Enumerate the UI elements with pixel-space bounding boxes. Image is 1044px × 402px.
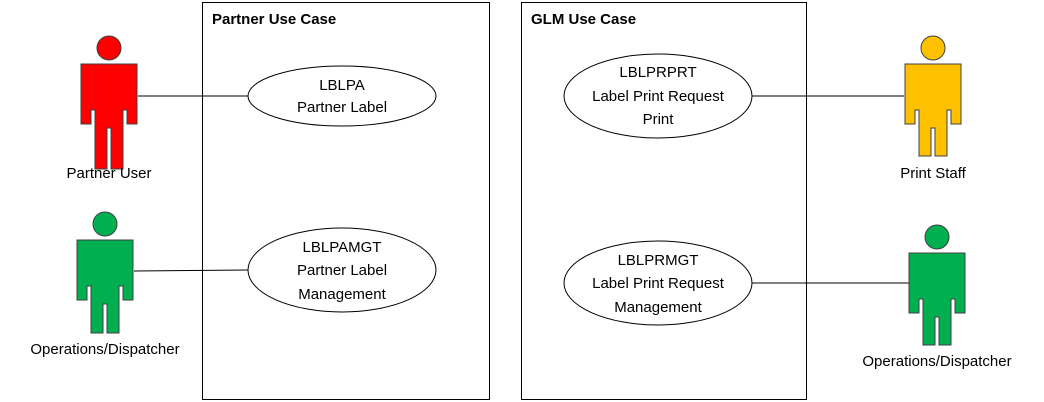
use-case-lblprmgt-ellipse (563, 240, 753, 326)
actor-ops-left-body (76, 239, 134, 334)
actor-ops-right-label: Operations/Dispatcher (862, 353, 1011, 370)
system-partner-title: Partner Use Case (212, 11, 336, 28)
use-case-lblprprt-line-3: Print (643, 111, 675, 128)
use-case-lblpamgt-line-2: Partner Label (297, 262, 387, 279)
system-partner: Partner Use Case (202, 2, 490, 400)
actor-print-staff: Print Staff (900, 35, 967, 182)
actor-print-staff-body (904, 63, 962, 157)
actor-ops-right-head (924, 224, 950, 250)
actor-print-staff-label: Print Staff (900, 165, 966, 182)
use-case-lblprmgt-line-1: LBLPRMGT (618, 252, 699, 269)
use-case-lblprmgt: LBLPRMGT Label Print Request Management (563, 240, 753, 326)
use-case-lblpamgt-line-3: Management (298, 286, 386, 303)
actor-ops-right: Operations/Dispatcher (862, 224, 1012, 370)
use-case-lblpamgt: LBLPAMGT Partner Label Management (247, 227, 437, 313)
actor-partner-user: Partner User (66, 35, 152, 182)
use-case-lblpa-line-2: Partner Label (297, 99, 387, 116)
use-case-lblpa-ellipse (247, 65, 437, 127)
use-case-lblprprt: LBLPRPRT Label Print Request Print (563, 53, 753, 139)
system-partner-boundary (202, 2, 490, 400)
use-case-lblprprt-line-1: LBLPRPRT (619, 64, 696, 81)
actor-print-staff-head (920, 35, 946, 61)
system-glm-title: GLM Use Case (531, 11, 636, 28)
use-case-lblprmgt-line-2: Label Print Request (592, 275, 725, 292)
use-case-lblprprt-line-2: Label Print Request (592, 88, 725, 105)
actor-partner-user-body (80, 63, 138, 170)
use-case-lblprmgt-line-3: Management (614, 299, 702, 316)
actor-ops-left-head (92, 211, 118, 237)
use-case-lblpamgt-ellipse (247, 227, 437, 313)
actor-ops-left: Operations/Dispatcher (30, 211, 180, 358)
actor-ops-left-label: Operations/Dispatcher (30, 341, 179, 358)
actor-partner-user-head (96, 35, 122, 61)
actor-partner-user-label: Partner User (66, 165, 151, 182)
use-case-lblprprt-ellipse (563, 53, 753, 139)
actor-ops-right-body (908, 252, 966, 346)
use-case-lblpamgt-line-1: LBLPAMGT (303, 239, 382, 256)
association-ops-left-lblpamgt (133, 269, 249, 272)
use-case-lblpa: LBLPA Partner Label (247, 65, 437, 127)
use-case-lblpa-line-1: LBLPA (319, 77, 365, 94)
